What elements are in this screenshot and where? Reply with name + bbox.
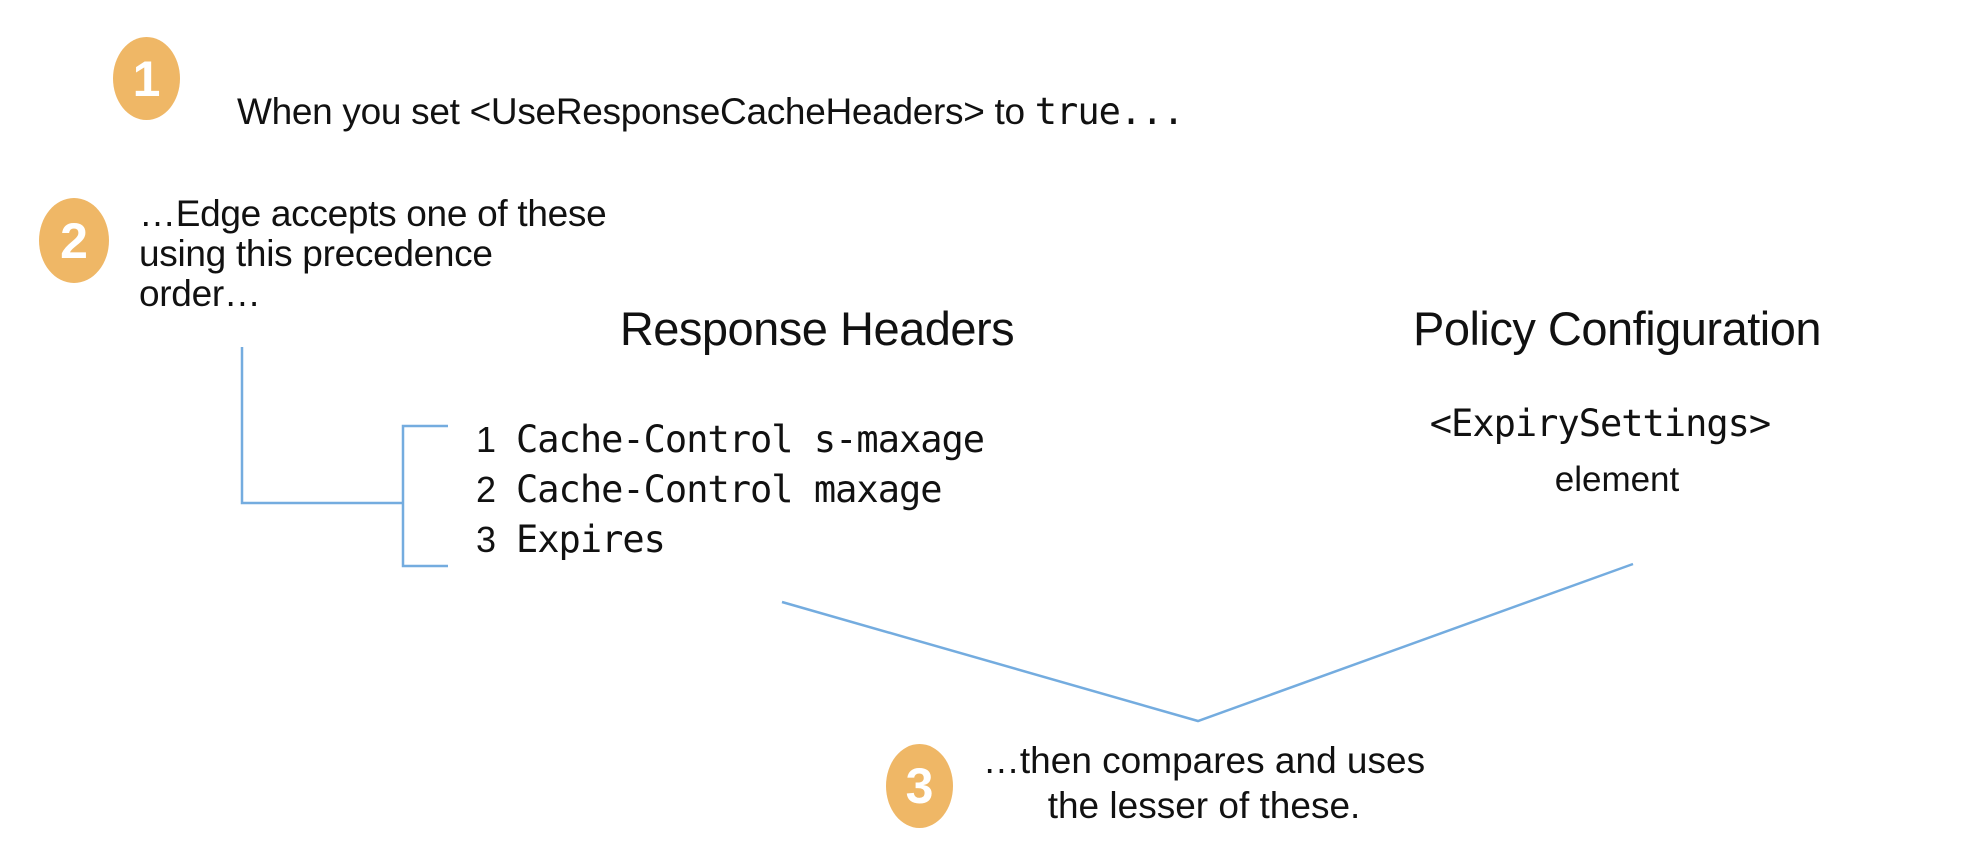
response-headers-title: Response Headers: [619, 302, 1015, 355]
step-1-number: 1: [132, 50, 161, 107]
precedence-item-code: Cache-Control s-maxage: [516, 418, 985, 461]
merge-v-line: [781, 562, 1634, 723]
policy-configuration-title: Policy Configuration: [1413, 302, 1822, 355]
precedence-item-number: 1: [476, 419, 497, 460]
precedence-item: 2 Cache-Control maxage: [476, 465, 984, 515]
step-3-text: …then compares and uses the lesser of th…: [982, 740, 1426, 826]
step-1-text-code: true...: [1034, 90, 1185, 133]
precedence-item-code: Expires: [516, 518, 666, 561]
precedence-item-number: 2: [476, 469, 497, 510]
precedence-bracket: [401, 424, 448, 568]
step-1-text-plain: When you set <UseResponseCacheHeaders> t…: [237, 91, 1035, 132]
precedence-item-number: 3: [476, 519, 497, 560]
expiry-settings-code: <ExpirySettings>: [1429, 402, 1771, 445]
step-3-badge: 3: [886, 744, 953, 828]
expiry-settings-element-label: element: [1554, 460, 1680, 499]
step-2-text: …Edge accepts one of these using this pr…: [139, 193, 607, 314]
precedence-list: 1 Cache-Control s-maxage 2 Cache-Control m…: [476, 415, 985, 565]
step-1-badge: 1: [113, 37, 180, 120]
step-2-badge: 2: [39, 198, 109, 283]
order-connector-line: [240, 347, 402, 505]
step-3-number: 3: [905, 758, 934, 814]
precedence-item-code: Cache-Control maxage: [516, 468, 943, 511]
precedence-item: 1 Cache-Control s-maxage: [476, 415, 985, 465]
step-1-text: When you set <UseResponseCacheHeaders> t…: [237, 52, 1185, 133]
precedence-item: 3 Expires: [476, 515, 984, 565]
step-2-number: 2: [60, 212, 88, 269]
